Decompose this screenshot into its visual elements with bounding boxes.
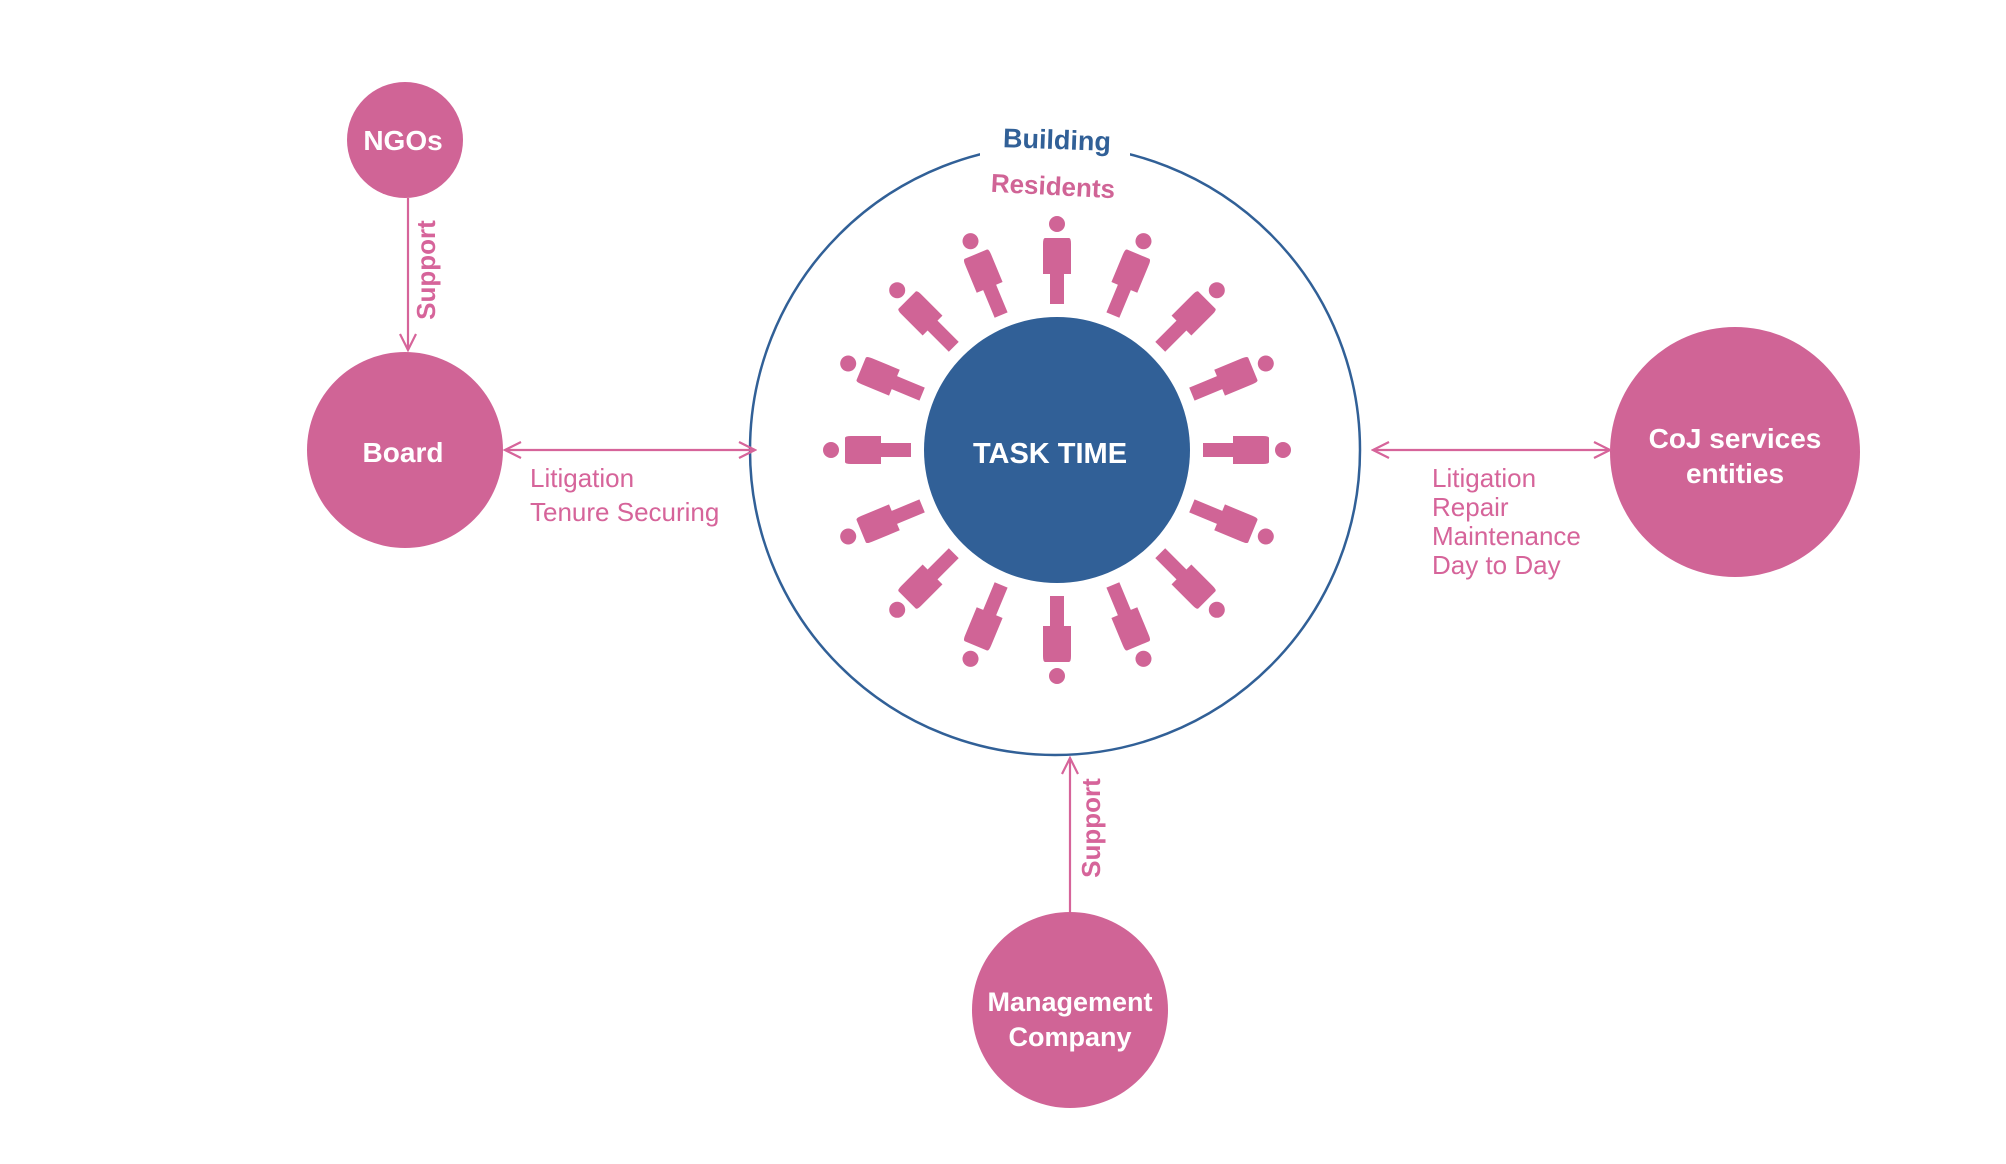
person-icon [1189, 355, 1274, 401]
management-label-line2: Company [1008, 1022, 1131, 1052]
person-icon [962, 582, 1008, 667]
coj-label-line2: entities [1686, 458, 1784, 489]
management-label-line1: Management [987, 987, 1152, 1017]
coj-building-label-line4: Day to Day [1432, 550, 1561, 580]
person-icon [840, 499, 925, 545]
person-icon [962, 233, 1008, 318]
board-building-label-line2: Tenure Securing [530, 497, 719, 527]
person-icon [889, 548, 959, 618]
board-label: Board [363, 437, 444, 468]
board-building-label-line1: Litigation [530, 463, 634, 493]
building-label: Building [1003, 123, 1112, 157]
person-icon [1155, 282, 1225, 352]
management-building-label: Support [1076, 778, 1106, 878]
residents-ring [823, 216, 1291, 684]
coj-building-label-line1: Litigation [1432, 463, 1536, 493]
person-icon [1189, 499, 1274, 545]
coj-label-line1: CoJ services [1649, 423, 1822, 454]
person-icon [1106, 233, 1152, 318]
residents-label: Residents [990, 168, 1116, 204]
board-node [307, 352, 503, 548]
task-time-label: TASK TIME [973, 438, 1127, 470]
person-icon [1203, 436, 1291, 464]
person-icon [1043, 596, 1071, 684]
person-icon [823, 436, 911, 464]
task-time-core [924, 317, 1190, 583]
person-icon [840, 355, 925, 401]
coj-services-node [1610, 327, 1860, 577]
ngos-board-label: Support [411, 220, 441, 320]
ngos-label: NGOs [363, 125, 442, 156]
person-icon [889, 282, 959, 352]
person-icon [1043, 216, 1071, 304]
person-icon [1106, 582, 1152, 667]
coj-building-label-line3: Maintenance [1432, 521, 1581, 551]
person-icon [1155, 548, 1225, 618]
building-label-gap [980, 120, 1130, 160]
ngos-node [347, 82, 463, 198]
management-company-node [972, 912, 1168, 1108]
coj-building-label-line2: Repair [1432, 492, 1509, 522]
